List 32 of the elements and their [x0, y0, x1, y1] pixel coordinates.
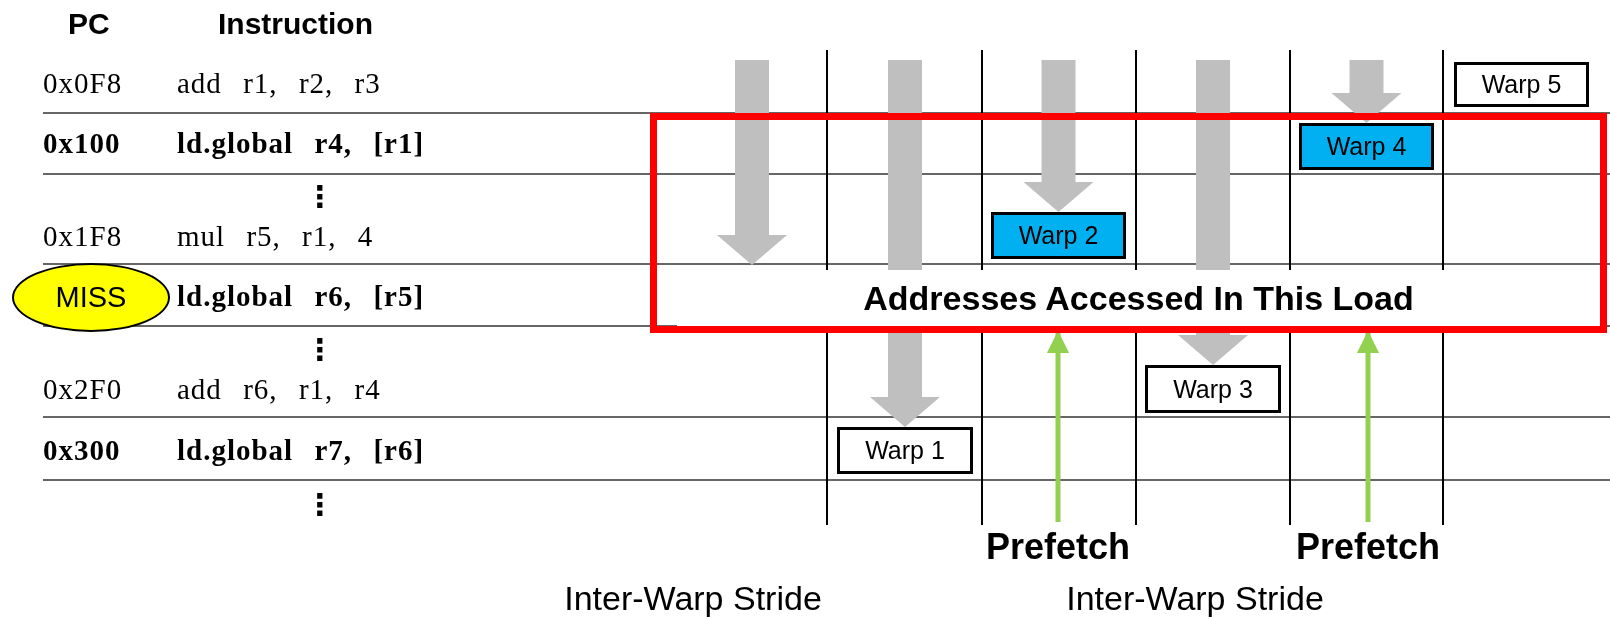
instruction-text: mul r5, r1, 4: [177, 220, 374, 253]
frame-title: Addresses Accessed In This Load: [677, 270, 1600, 326]
prefetch-label: Prefetch: [958, 522, 1158, 572]
warp-tag: Warp 2: [991, 212, 1126, 259]
column-header: PC: [68, 7, 110, 41]
arrow: [1356, 330, 1380, 522]
warp-tag: Warp 5: [1454, 62, 1589, 107]
instruction-text: 0x0F8: [43, 67, 123, 100]
load-instruction-text: 0x100: [43, 127, 121, 160]
block-arrow: [1023, 60, 1094, 212]
load-instruction-text: 0x300: [43, 434, 121, 467]
instruction-text: add r6, r1, r4: [177, 373, 381, 406]
instruction-text: 0x1F8: [43, 220, 123, 253]
prefetch-label: Prefetch: [1268, 522, 1468, 572]
load-instruction-text: ld.global r7, [r6]: [177, 434, 425, 467]
miss-ellipse: MISS: [12, 263, 170, 332]
instruction-text: 0x2F0: [43, 373, 123, 406]
load-instruction-text: ld.global r6, [r5]: [177, 280, 425, 313]
load-instruction-text: ld.global r4, [r1]: [177, 127, 425, 160]
stride-label: Inter-Warp Stride: [1066, 579, 1324, 618]
ellipsis: ⋮: [305, 487, 335, 522]
block-arrow: [1331, 60, 1402, 123]
arrow: [1046, 330, 1070, 522]
stride-label: Inter-Warp Stride: [564, 579, 822, 618]
warp-tag: Warp 1: [837, 427, 973, 474]
warp-tag: Warp 3: [1145, 365, 1281, 413]
highlight-frame: [650, 113, 1607, 333]
warp-tag: Warp 4: [1299, 123, 1434, 170]
ellipsis: ⋮: [305, 179, 335, 214]
ellipsis: ⋮: [305, 332, 335, 367]
column-header: Instruction: [218, 7, 373, 41]
instruction-text: add r1, r2, r3: [177, 67, 381, 100]
